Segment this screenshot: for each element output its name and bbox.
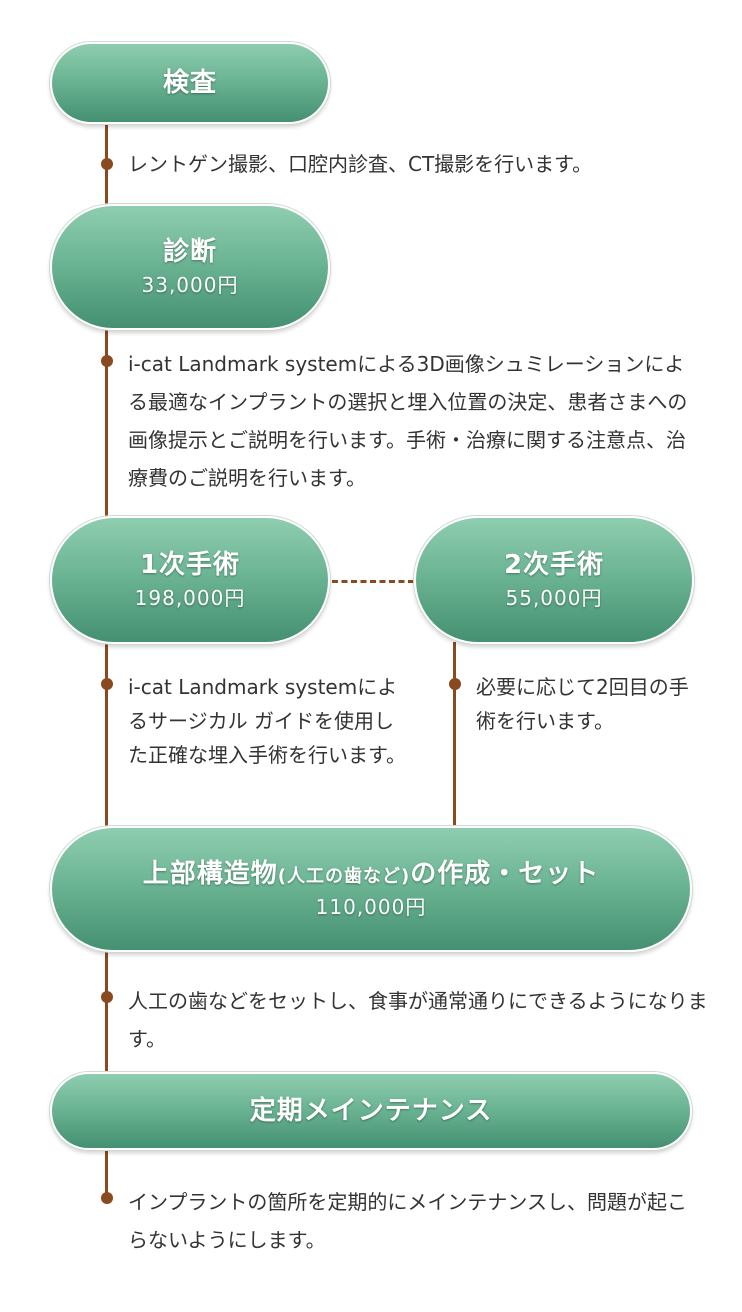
connector-line-5 [105,950,108,1074]
step-superstructure: 上部構造物(人工の歯など)の作成・セット 110,000円 [50,826,692,952]
step-maintenance-description: インプラントの箇所を定期的にメインテナンスし、問題が起こらないようにします。 [128,1190,687,1252]
step-superstructure-title-main: 上部構造物 [142,858,278,889]
step-superstructure-price: 110,000円 [315,895,427,920]
bullet-surgery2 [449,678,461,690]
step-shindan-price: 33,000円 [141,273,239,298]
connector-line-6 [105,1148,108,1200]
step-surgery1-description: i-cat Landmark systemによるサージカル ガイドを使用した正確… [128,675,406,767]
connector-line-4 [453,642,456,828]
step-kensa-title: 検査 [162,67,217,98]
step-surgery1-title: 1次手術 [139,549,241,580]
step-surgery2: 2次手術 55,000円 [414,516,694,644]
bullet-superstructure [101,991,113,1003]
step-superstructure-title: 上部構造物(人工の歯など)の作成・セット [143,858,599,891]
step-shindan-title: 診断 [162,236,217,267]
step-maintenance: 定期メインテナンス [50,1072,692,1150]
bullet-surgery1 [101,678,113,690]
step-surgery1-price: 198,000円 [134,586,246,611]
step-surgery2-description: 必要に応じて2回目の手術を行います。 [476,675,689,733]
bullet-kensa [101,158,113,170]
surgery-dashed-connector [332,580,414,583]
step-kensa-description: レントゲン撮影、口腔内診査、CT撮影を行います。 [128,152,593,176]
step-maintenance-title: 定期メインテナンス [249,1095,493,1126]
connector-line-2 [105,328,108,518]
step-superstructure-title-tail: の作成・セット [410,858,600,889]
connector-line-3 [105,642,108,828]
step-superstructure-title-note: (人工の歯など) [277,865,411,887]
step-surgery1: 1次手術 198,000円 [50,516,330,644]
step-shindan-description: i-cat Landmark systemによる3D画像シュミレーションによる最… [128,352,688,490]
step-kensa: 検査 [50,42,330,124]
step-shindan: 診断 33,000円 [50,204,330,330]
step-surgery2-title: 2次手術 [503,549,605,580]
step-superstructure-description: 人工の歯などをセットし、食事が通常通りにできるようになります。 [128,989,708,1051]
bullet-maintenance [101,1192,113,1204]
step-surgery2-price: 55,000円 [505,586,603,611]
bullet-shindan [101,355,113,367]
